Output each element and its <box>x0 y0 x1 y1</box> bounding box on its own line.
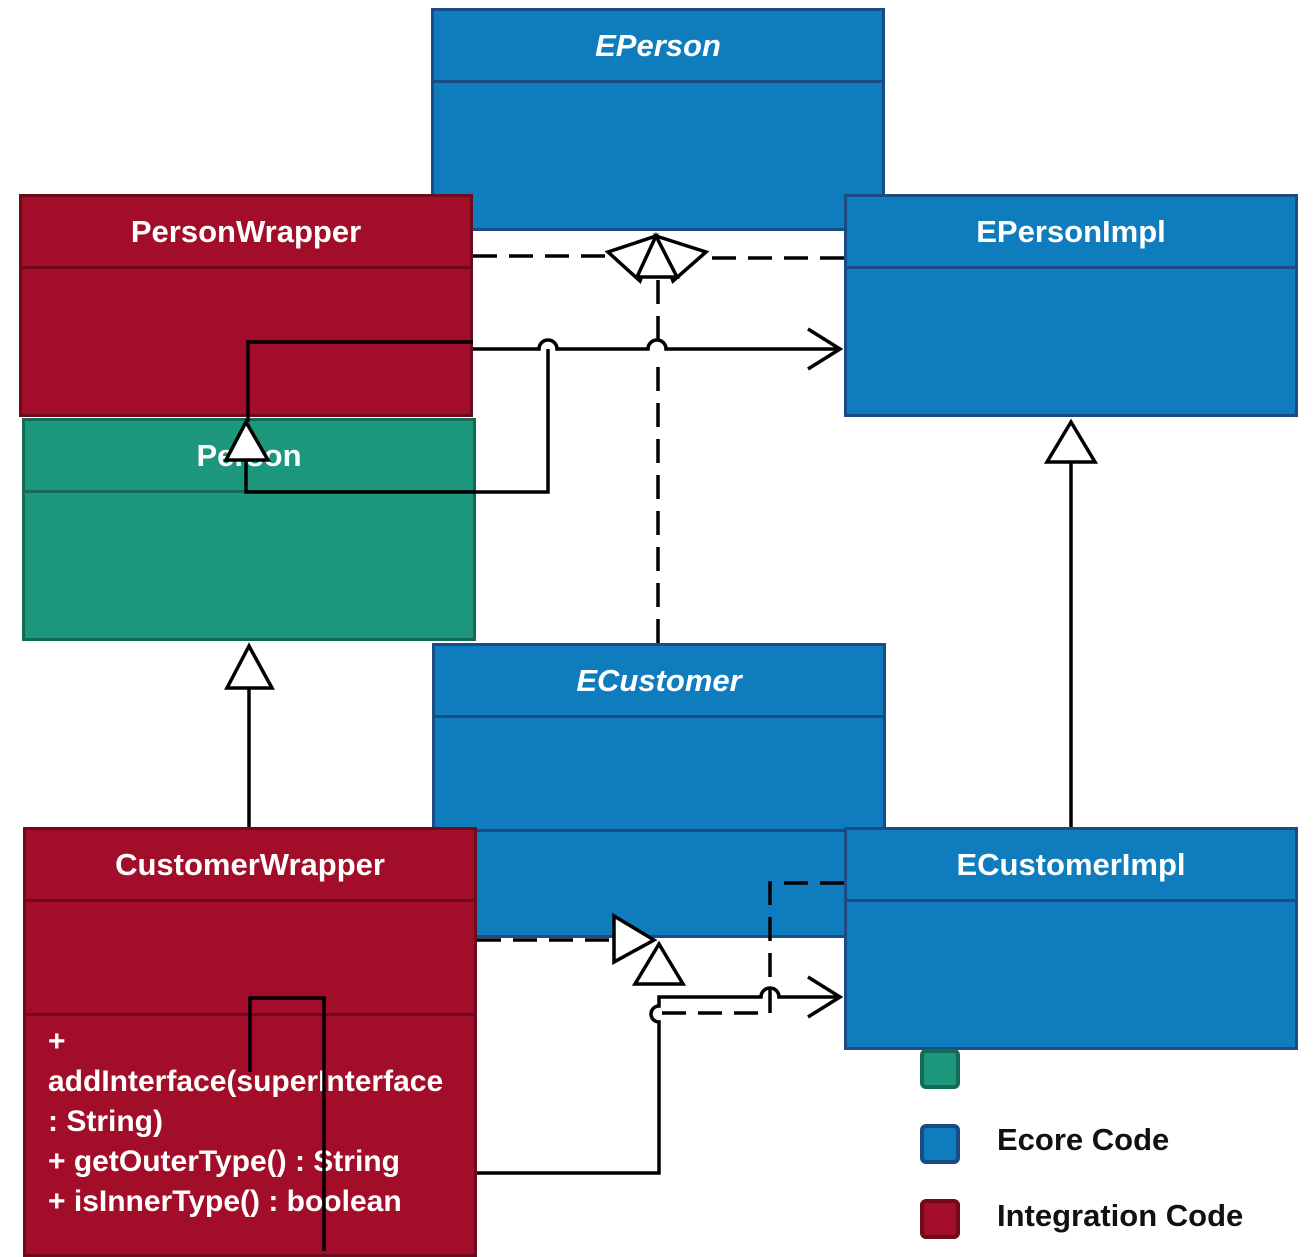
realization-ecustomerimpl-ecustomer[interactable] <box>660 881 844 1015</box>
inner-connector <box>248 996 326 1251</box>
class-ecustomer[interactable]: ECustomer <box>432 643 886 938</box>
class-epersonimpl-name: EPersonImpl <box>847 197 1295 269</box>
operation-line: addInterface(superInterface <box>48 1065 444 1098</box>
association-personwrapper-epersonimpl[interactable] <box>473 338 838 351</box>
class-customerwrapper-name: CustomerWrapper <box>26 830 474 902</box>
realization-arrowhead <box>634 232 680 279</box>
class-epersonimpl[interactable]: EPersonImpl <box>844 194 1298 417</box>
operation-line: : String) <box>48 1105 163 1138</box>
association-arrowhead <box>807 975 844 1019</box>
class-customerwrapper-operations: + addInterface(superInterface : String) … <box>26 1016 474 1222</box>
generalization-arrowhead <box>223 418 272 462</box>
class-personwrapper[interactable]: PersonWrapper <box>19 194 473 417</box>
realization-arrowhead <box>612 912 658 965</box>
realization-arrowhead <box>631 940 687 986</box>
class-ecustomer-attributes <box>435 718 883 832</box>
generalization-arrowhead <box>224 642 275 690</box>
legend-label-ecore: Ecore Code <box>997 1122 1170 1157</box>
class-ecustomerimpl[interactable]: ECustomerImpl <box>844 827 1298 1050</box>
class-ecustomer-name: ECustomer <box>435 646 883 718</box>
class-eperson[interactable]: EPerson <box>431 8 885 231</box>
legend-swatch-integration <box>920 1199 960 1239</box>
operation-line: + isInnerType() : boolean <box>48 1185 402 1218</box>
association-arrowhead <box>807 327 844 371</box>
legend-swatch-original <box>920 1049 960 1089</box>
class-personwrapper-name: PersonWrapper <box>22 197 470 269</box>
generalization-arrowhead <box>1043 418 1099 464</box>
operation-line: + <box>48 1025 66 1058</box>
class-ecustomerimpl-name: ECustomerImpl <box>847 830 1295 902</box>
association-customerwrapper-ecustomerimpl[interactable] <box>477 986 838 1175</box>
generalization-personwrapper-person[interactable] <box>244 340 550 494</box>
operation-line: + getOuterType() : String <box>48 1145 400 1178</box>
legend-swatch-ecore <box>920 1124 960 1164</box>
class-eperson-name: EPerson <box>434 11 882 83</box>
legend-label-integration: Integration Code <box>997 1198 1244 1233</box>
